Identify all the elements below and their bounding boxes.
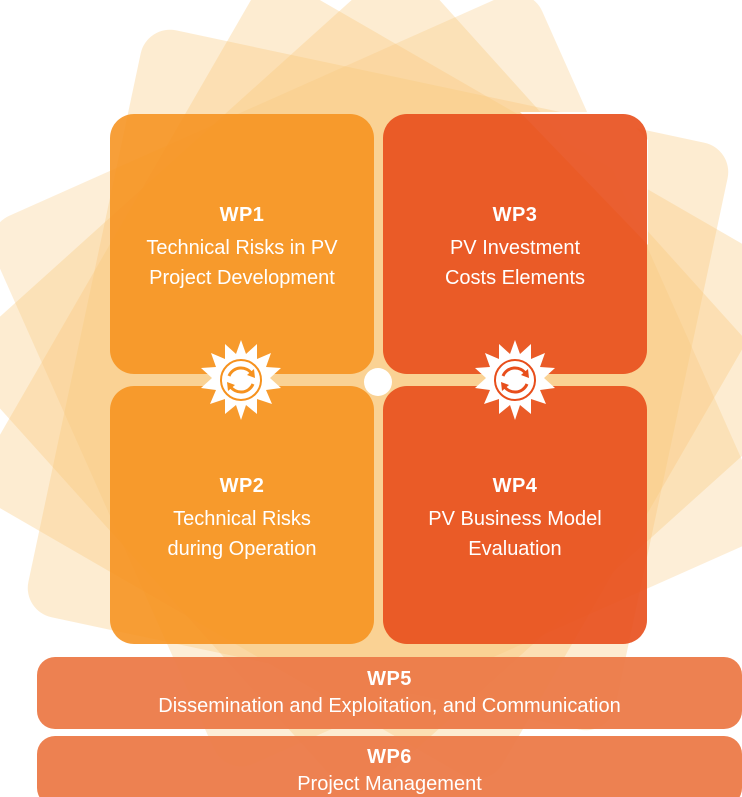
wp1-title: Technical Risks in PV Project Developmen… <box>146 236 338 289</box>
wp3-title: PV Investment Costs Elements <box>444 236 586 289</box>
wp5-bar: WP5 Dissemination and Exploitation, and … <box>37 657 742 729</box>
wp2-box: WP2 Technical Risks during Operation <box>110 386 374 644</box>
wp6-title: Project Management <box>297 773 482 795</box>
wp2-code: WP2 <box>219 474 265 497</box>
sun-cycle-icon <box>475 340 555 420</box>
wp3-code: WP3 <box>492 203 538 226</box>
wp3-box: WP3 PV Investment Costs Elements <box>383 114 647 374</box>
wp1-box: WP1 Technical Risks in PV Project Develo… <box>110 114 374 374</box>
wp4-title: PV Business Model Evaluation <box>428 507 602 560</box>
wp4-box: WP4 PV Business Model Evaluation <box>383 386 647 644</box>
wp1-code: WP1 <box>219 203 265 226</box>
center-dot <box>364 368 392 396</box>
wp6-code: WP6 <box>367 746 412 768</box>
sun-cycle-icon <box>201 340 281 420</box>
wp5-title: Dissemination and Exploitation, and Comm… <box>158 694 621 717</box>
wp2-title: Technical Risks during Operation <box>167 507 317 560</box>
wp5-code: WP5 <box>367 667 412 690</box>
wp4-code: WP4 <box>492 474 538 497</box>
wp6-bar: WP6 Project Management <box>37 736 742 797</box>
